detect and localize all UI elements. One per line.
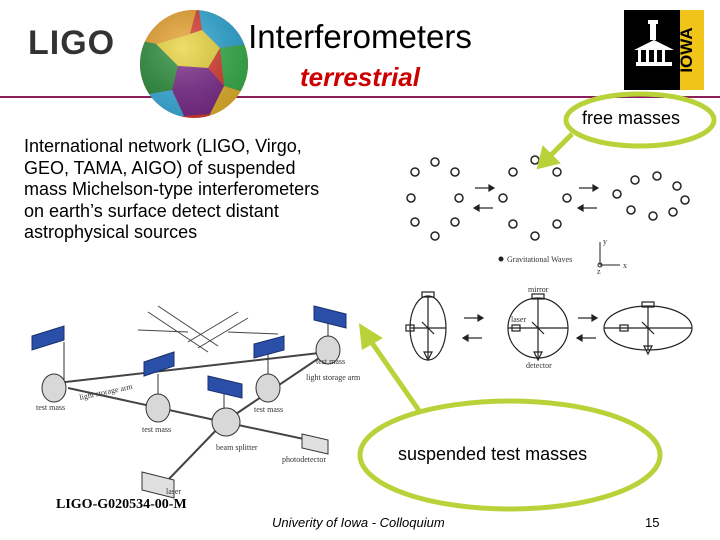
mass-dot: [410, 217, 420, 227]
slide-title: Interferometers: [248, 18, 472, 55]
laser-label: laser: [511, 315, 526, 324]
iowa-logo-text: IOWA: [677, 27, 696, 72]
globe-icon: [140, 10, 248, 118]
mass-dot: [508, 219, 518, 229]
beam-splitter-label: beam splitter: [216, 443, 258, 452]
mass-dot: [530, 155, 540, 165]
mass-dot: [552, 167, 562, 177]
suspended-interferometer-figure: test mass light storage arm test mass be…: [31, 305, 361, 499]
detector-label: detector: [526, 361, 552, 370]
axis-z-label: z: [597, 267, 601, 275]
test-mass-label: test mass: [254, 405, 283, 414]
laser-label: laser: [166, 487, 181, 496]
mass-dot: [508, 167, 518, 177]
mirror-label: mirror: [528, 285, 549, 294]
mass-dot: [430, 157, 440, 167]
slide-subtitle: terrestrial: [300, 62, 420, 92]
header-rule: [0, 96, 720, 98]
document-reference: LIGO-G020534-00-M: [56, 497, 187, 512]
mass-dot: [410, 167, 420, 177]
mass-dot: [562, 193, 572, 203]
gw-caption: Gravitational Waves: [507, 255, 572, 264]
mass-dot: [648, 211, 658, 221]
free-masses-label: free masses: [582, 108, 681, 128]
mass-dot: [450, 167, 460, 177]
page-number: 15: [645, 515, 660, 530]
mass-dot: [612, 189, 622, 199]
mass-dot: [630, 175, 640, 185]
light-storage-arm-label: light storage arm: [306, 373, 361, 382]
body-line: GEO, TAMA, AIGO) of suspended: [24, 157, 296, 178]
mass-dot: [530, 231, 540, 241]
mass-dot: [626, 205, 636, 215]
body-paragraph: International network (LIGO, Virgo, GEO,…: [24, 136, 384, 244]
photodetector-label: photodetector: [282, 455, 326, 464]
ligo-logo-text: LIGO: [28, 24, 116, 62]
body-line: astrophysical sources: [24, 222, 198, 242]
axis-x-label: x: [623, 261, 627, 270]
footer-text: Univerity of Iowa - Colloquium: [272, 515, 445, 530]
body-line: International network (LIGO, Virgo,: [24, 136, 302, 156]
mass-dot: [552, 219, 562, 229]
light-storage-arm-label: light storage arm: [79, 382, 135, 402]
gravitational-wave-figure: y x z Gravitational Waves: [406, 155, 690, 275]
mass-dot: [652, 171, 662, 181]
suspended-test-masses-label: suspended test masses: [398, 444, 588, 464]
mass-dot: [680, 195, 690, 205]
iowa-logo: IOWA: [624, 10, 704, 90]
body-line: on earth’s surface detect distant: [24, 200, 279, 221]
interferometer-schematics: mirror laser detector: [405, 285, 693, 370]
test-mass-label: test mass: [36, 403, 65, 412]
mass-dot: [668, 207, 678, 217]
mass-dot: [406, 193, 416, 203]
mass-dot: [430, 231, 440, 241]
test-mass-label: test mass: [316, 357, 345, 366]
axis-y-label: y: [603, 237, 607, 246]
mass-dot: [672, 181, 682, 191]
body-line: mass Michelson-type interferometers: [24, 179, 320, 199]
test-mass-label: test mass: [142, 425, 171, 434]
mass-dot: [450, 217, 460, 227]
mass-dot: [498, 193, 508, 203]
mass-dot: [454, 193, 464, 203]
